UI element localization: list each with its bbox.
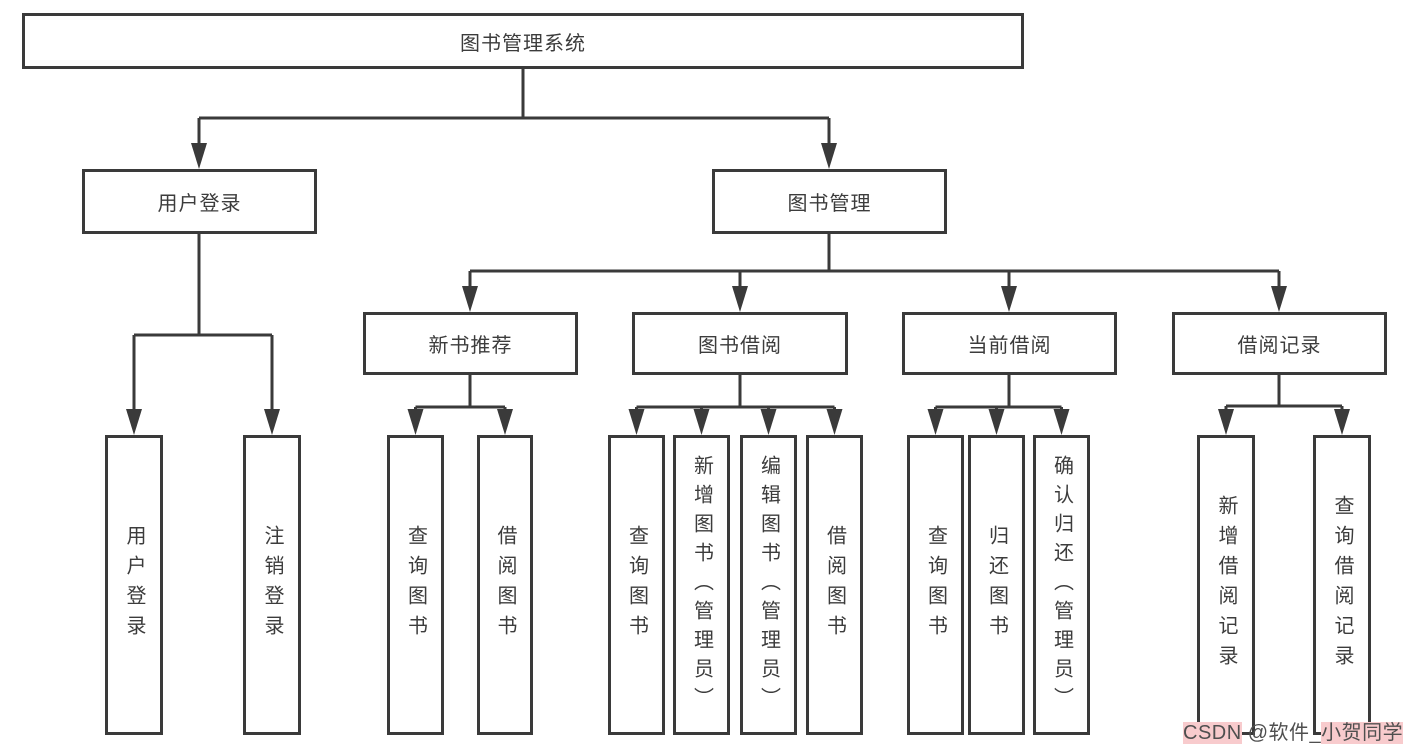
leaf-label: 查询图书 — [404, 525, 427, 645]
leaf-edit-books-admin: 编辑图书（管理员） — [740, 435, 797, 735]
leaf-label: 借阅图书 — [823, 525, 846, 645]
leaf-borrow-books-2: 借阅图书 — [806, 435, 863, 735]
arrowhead — [264, 409, 280, 435]
leaf-label: 新增图书（管理员） — [690, 454, 713, 716]
arrowhead — [628, 409, 645, 435]
leaf-add-borrow-record: 新增借阅记录 — [1197, 435, 1255, 735]
leaf-label: 新增借阅记录 — [1215, 495, 1237, 675]
leaf-query-borrow-record: 查询借阅记录 — [1313, 435, 1371, 735]
leaf-label: 归还图书 — [985, 525, 1008, 645]
connector-borrow-records — [1224, 375, 1344, 412]
arrowhead — [826, 409, 843, 435]
leaf-label: 确认归还（管理员） — [1050, 454, 1073, 716]
node-book-management: 图书管理 — [712, 169, 947, 234]
connector-new-book — [414, 375, 507, 412]
leaf-label: 查询图书 — [625, 525, 648, 645]
leaf-query-books-2: 查询图书 — [608, 435, 665, 735]
leaf-add-books-admin: 新增图书（管理员） — [673, 435, 730, 735]
connector-book-borrow — [635, 375, 836, 412]
leaf-query-books-3: 查询图书 — [907, 435, 964, 735]
node-current-borrow: 当前借阅 — [902, 312, 1117, 375]
watermark: CSDN @软件_小贺同学 — [1183, 716, 1404, 745]
arrowhead — [462, 286, 478, 312]
leaf-return-books: 归还图书 — [968, 435, 1025, 735]
watermark-author: 小贺同学 — [1321, 722, 1404, 744]
node-root: 图书管理系统 — [22, 13, 1024, 69]
arrowhead — [1218, 409, 1234, 435]
leaf-borrow-books-1: 借阅图书 — [477, 435, 533, 735]
arrowhead — [732, 286, 748, 312]
arrowhead — [821, 143, 837, 169]
leaf-label: 编辑图书（管理员） — [757, 454, 780, 716]
arrowhead — [1053, 409, 1070, 435]
watermark-brand: CSDN — [1183, 722, 1242, 744]
node-new-book-recommend: 新书推荐 — [363, 312, 578, 375]
arrowhead — [927, 409, 944, 435]
leaf-label: 查询借阅记录 — [1331, 495, 1353, 675]
connector-book-management — [468, 234, 1281, 288]
arrowhead — [126, 409, 142, 435]
node-book-borrow: 图书借阅 — [632, 312, 848, 375]
connector-current-borrow — [934, 375, 1063, 412]
leaf-label: 查询图书 — [924, 525, 947, 645]
node-user-login: 用户登录 — [82, 169, 317, 234]
leaf-query-books-1: 查询图书 — [387, 435, 444, 735]
arrowhead — [760, 409, 777, 435]
leaf-label: 用户登录 — [123, 525, 145, 645]
leaf-logout: 注销登录 — [243, 435, 301, 735]
leaf-confirm-return-admin: 确认归还（管理员） — [1033, 435, 1090, 735]
connector-user-login — [132, 233, 274, 411]
node-borrow-records: 借阅记录 — [1172, 312, 1387, 375]
connector-root — [197, 69, 831, 145]
arrowhead — [1271, 286, 1287, 312]
arrowhead — [497, 409, 513, 435]
arrowhead — [1334, 409, 1350, 435]
arrowhead — [1001, 286, 1017, 312]
watermark-middle: @软件_ — [1241, 722, 1322, 744]
leaf-label: 注销登录 — [261, 525, 283, 645]
arrowhead — [407, 409, 424, 435]
arrowhead — [191, 143, 207, 169]
leaf-user-login: 用户登录 — [105, 435, 163, 735]
leaf-label: 借阅图书 — [494, 525, 516, 645]
arrowhead — [988, 409, 1005, 435]
arrowhead — [693, 409, 710, 435]
